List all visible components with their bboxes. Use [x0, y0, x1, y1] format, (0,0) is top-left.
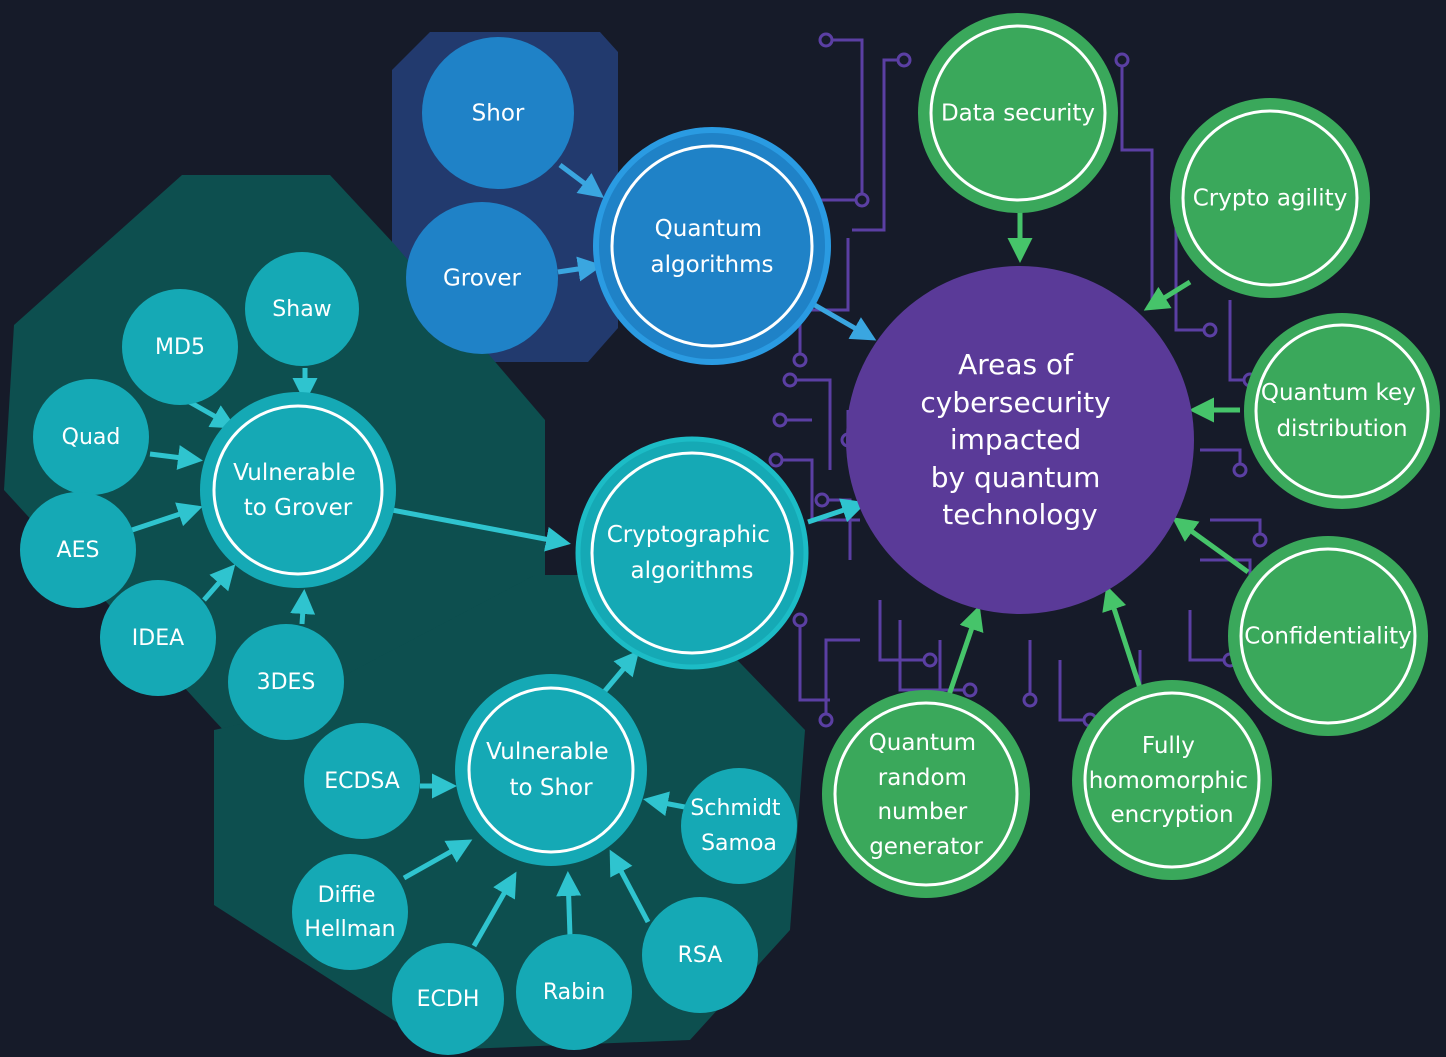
- label-line: generator: [869, 834, 983, 860]
- data-security-label: Data security: [941, 101, 1095, 127]
- quantum-algorithms-hub[interactable]: Quantum algorithms: [593, 127, 831, 365]
- label-line: encryption: [1110, 802, 1233, 828]
- ecdsa-label: ECDSA: [324, 769, 400, 794]
- grover-node[interactable]: Grover: [406, 202, 558, 354]
- center-line: cybersecurity: [920, 386, 1110, 419]
- rsa-label: RSA: [678, 943, 723, 968]
- center-line: Areas of: [958, 348, 1074, 381]
- vulnerable-to-shor-hub[interactable]: Vulnerable to Shor: [455, 674, 647, 866]
- quad-node[interactable]: Quad: [33, 379, 149, 495]
- quantum-algorithms-label: Quantum algorithms: [651, 216, 774, 278]
- fully-homomorphic-encryption-node[interactable]: Fully homomorphic encryption: [1072, 680, 1272, 880]
- label-line: Diffie: [318, 883, 376, 908]
- label-line: Fully: [1142, 733, 1195, 759]
- 3des-node[interactable]: 3DES: [228, 624, 344, 740]
- label-line: Samoa: [701, 831, 777, 856]
- shaw-node[interactable]: Shaw: [245, 252, 359, 366]
- idea-label: IDEA: [132, 626, 184, 651]
- label-line: Quantum key: [1261, 380, 1416, 406]
- diffie-hellman-node[interactable]: Diffie Hellman: [292, 854, 408, 970]
- hub-line: to Grover: [244, 495, 353, 521]
- cryptographic-algorithms-label: Cryptographic algorithms: [607, 522, 778, 584]
- shor-node[interactable]: Shor: [422, 37, 574, 189]
- label-line: Schmidt: [690, 796, 781, 821]
- center-line: by quantum: [931, 461, 1101, 494]
- quantum-random-number-generator-node[interactable]: Quantum random number generator: [822, 690, 1030, 898]
- label-line: homomorphic: [1089, 768, 1248, 794]
- hub-line: to Shor: [509, 775, 593, 801]
- quad-label: Quad: [62, 425, 121, 450]
- hub-line: Cryptographic: [607, 522, 770, 548]
- label-line: random: [878, 765, 967, 791]
- quantum-key-distribution-label: Quantum key distribution: [1261, 380, 1423, 442]
- shor-label: Shor: [472, 101, 525, 127]
- center-line: impacted: [950, 423, 1081, 456]
- data-security-node[interactable]: Data security: [918, 13, 1118, 213]
- hub-line: algorithms: [651, 252, 774, 278]
- schmidt-samoa-node[interactable]: Schmidt Samoa: [681, 768, 797, 884]
- ecdh-label: ECDH: [417, 987, 480, 1012]
- shaw-label: Shaw: [272, 297, 331, 322]
- label-line: distribution: [1276, 416, 1407, 442]
- quantum-random-number-generator-label: Quantum random number generator: [869, 730, 984, 860]
- ecdsa-node[interactable]: ECDSA: [304, 723, 420, 839]
- 3des-label: 3DES: [257, 670, 316, 695]
- md5-node[interactable]: MD5: [122, 289, 238, 405]
- label-line: Quantum: [869, 730, 976, 756]
- rsa-node[interactable]: RSA: [642, 897, 758, 1013]
- cryptographic-algorithms-hub[interactable]: Cryptographic algorithms: [575, 436, 809, 670]
- center-line: technology: [942, 498, 1097, 531]
- hub-line: Quantum: [655, 216, 762, 242]
- idea-node[interactable]: IDEA: [100, 580, 216, 696]
- hub-line: Vulnerable: [486, 739, 609, 765]
- quantum-key-distribution-node[interactable]: Quantum key distribution: [1244, 313, 1440, 509]
- aes-node[interactable]: AES: [20, 492, 136, 608]
- rabin-node[interactable]: Rabin: [516, 934, 632, 1050]
- center-node[interactable]: Areas of cybersecurity impacted by quant…: [846, 266, 1194, 614]
- confidentiality-node[interactable]: Confidentiality: [1228, 536, 1428, 736]
- fully-homomorphic-encryption-label: Fully homomorphic encryption: [1089, 733, 1256, 828]
- vulnerable-to-grover-label: Vulnerable to Grover: [233, 460, 363, 521]
- vulnerable-to-shor-label: Vulnerable to Shor: [486, 739, 616, 801]
- hub-line: Vulnerable: [233, 460, 356, 486]
- confidentiality-label: Confidentiality: [1244, 624, 1411, 650]
- flow-arrows: [131, 163, 1250, 948]
- diffie-hellman-label: Diffie Hellman: [304, 883, 395, 942]
- crypto-agility-node[interactable]: Crypto agility: [1170, 98, 1370, 298]
- label-line: Hellman: [304, 917, 395, 942]
- crypto-agility-label: Crypto agility: [1193, 186, 1348, 212]
- schmidt-samoa-label: Schmidt Samoa: [690, 796, 787, 856]
- ecdh-node[interactable]: ECDH: [392, 943, 504, 1055]
- label-line: number: [877, 799, 967, 825]
- grover-label: Grover: [443, 266, 522, 292]
- rabin-label: Rabin: [543, 980, 605, 1005]
- aes-label: AES: [57, 538, 100, 563]
- md5-label: MD5: [155, 335, 205, 360]
- center-label: Areas of cybersecurity impacted by quant…: [920, 348, 1119, 531]
- vulnerable-to-grover-hub[interactable]: Vulnerable to Grover: [200, 392, 396, 588]
- hub-line: algorithms: [631, 558, 754, 584]
